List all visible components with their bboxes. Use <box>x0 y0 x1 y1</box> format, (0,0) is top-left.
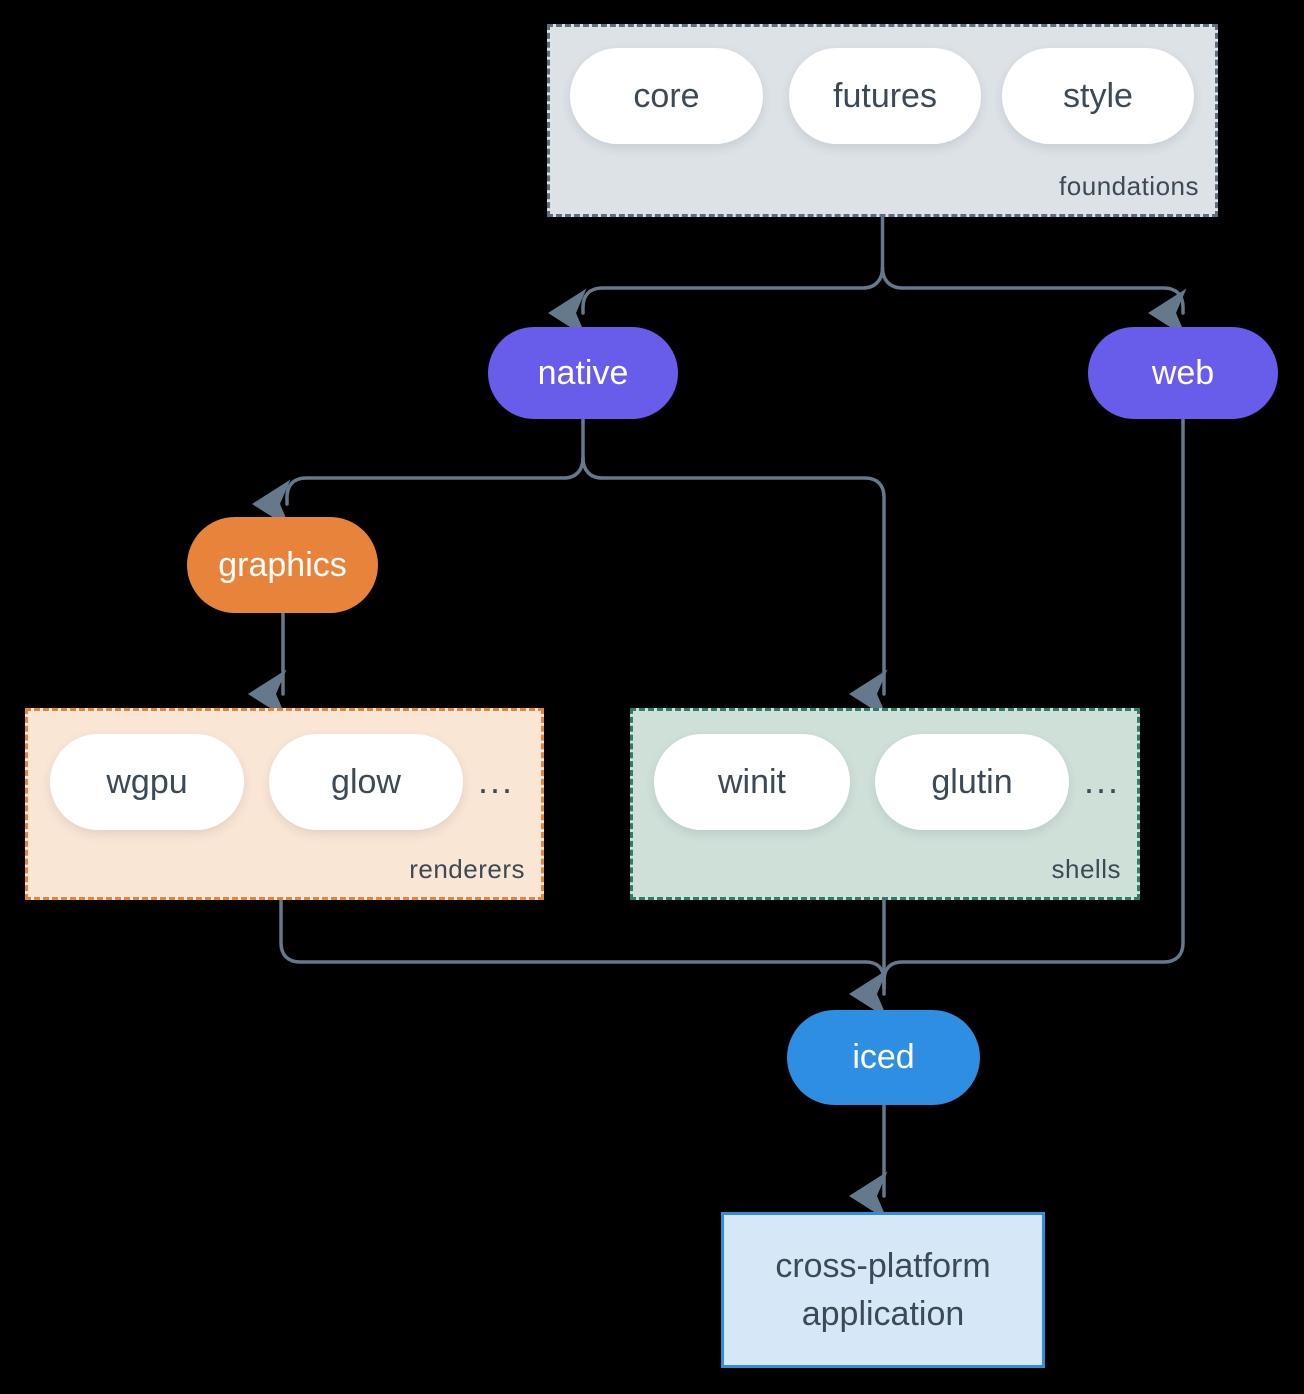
edge-native-shells <box>581 456 888 719</box>
node-web-label: web <box>1151 353 1215 392</box>
pill-glow-label: glow <box>331 762 401 801</box>
node-iced: iced <box>787 1010 980 1105</box>
node-graphics-label: graphics <box>218 545 347 584</box>
shells-ellipsis: ... <box>1084 760 1121 801</box>
pill-futures-label: futures <box>833 76 937 115</box>
pill-glow: glow <box>269 734 463 830</box>
shells-label: shells <box>1051 854 1121 884</box>
pill-futures: futures <box>789 48 981 144</box>
pill-winit-label: winit <box>717 762 787 801</box>
pill-core-label: core <box>633 76 700 115</box>
application-label-line1: cross-platform <box>775 1247 991 1285</box>
application-box: cross-platform application <box>721 1212 1045 1368</box>
application-label-line2: application <box>801 1295 965 1333</box>
node-native: native <box>488 327 678 419</box>
edge-foundations-web <box>880 266 1187 338</box>
pill-style-label: style <box>1063 76 1133 115</box>
node-graphics: graphics <box>187 517 378 613</box>
pill-style: style <box>1002 48 1194 144</box>
pill-wgpu-label: wgpu <box>106 762 188 801</box>
node-native-label: native <box>537 353 629 392</box>
renderers-label: renderers <box>409 854 525 884</box>
pill-core: core <box>570 48 763 144</box>
foundations-label: foundations <box>1059 171 1199 201</box>
node-web: web <box>1088 327 1278 419</box>
pill-winit: winit <box>654 734 850 830</box>
edge-foundations-native <box>548 266 885 338</box>
pill-glutin-label: glutin <box>931 762 1013 801</box>
pill-wgpu: wgpu <box>50 734 244 830</box>
edge-renderers-merge <box>279 898 886 990</box>
pill-glutin: glutin <box>875 734 1069 830</box>
renderers-ellipsis: ... <box>478 760 515 801</box>
edge-web-merge <box>882 417 1185 990</box>
node-iced-label: iced <box>852 1038 915 1076</box>
edge-native-graphics <box>252 456 585 529</box>
